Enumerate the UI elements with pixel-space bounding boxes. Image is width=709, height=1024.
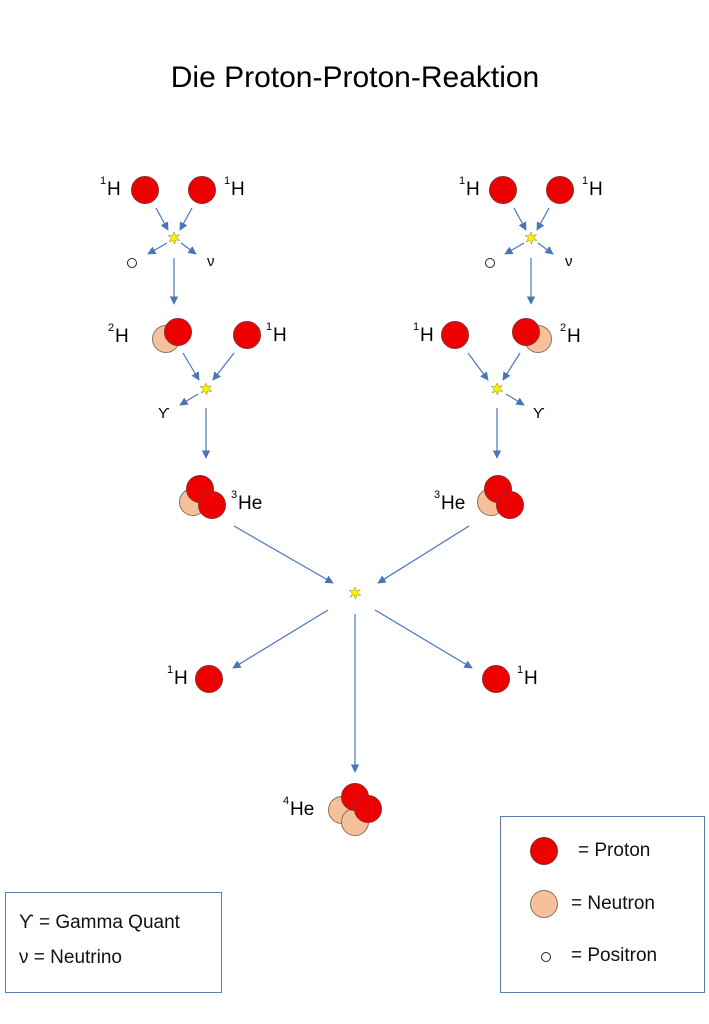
gamma-symbol-left: ϒ	[158, 405, 170, 422]
helium-4-label: 4 He	[283, 795, 314, 820]
proton-right-a	[489, 176, 517, 204]
fusion-flash-right-2	[490, 382, 504, 396]
fusion-flash-final	[348, 586, 362, 600]
svg-text:H: H	[589, 179, 603, 200]
arrow-helium3-left-to-final	[233, 525, 334, 584]
svg-text:2: 2	[108, 322, 114, 334]
proton-deuterium-right	[512, 318, 540, 346]
arrow-right-neutrino	[537, 242, 554, 255]
hydrogen-1-label-released-right: 1 H	[517, 664, 538, 689]
positron-right	[485, 258, 495, 268]
deuterium-label-right: 2 H	[560, 322, 581, 347]
legend-positron-icon	[541, 952, 551, 962]
svg-text:1: 1	[517, 664, 523, 676]
neutrino-symbol-left: ν	[207, 253, 215, 270]
svg-text:H: H	[466, 179, 480, 200]
svg-text:3: 3	[434, 489, 440, 501]
svg-text:H: H	[420, 325, 434, 346]
arrow-left-neutrino	[180, 242, 197, 255]
arrow-right-positron	[504, 242, 525, 255]
arrow-right-fusion2-in-a	[467, 352, 489, 381]
arrow-left-fusion2-in-b	[212, 352, 235, 381]
proton-left-a	[131, 176, 159, 204]
svg-text:1: 1	[224, 175, 230, 187]
legend-neutron-text: = Neutron	[571, 893, 655, 914]
svg-text:H: H	[273, 325, 287, 346]
hydrogen-1-label-left-b: 1 H	[224, 175, 245, 200]
arrow-final-to-proton-left	[232, 609, 329, 669]
svg-text:H: H	[231, 179, 245, 200]
svg-text:H: H	[524, 668, 538, 689]
svg-text:He: He	[290, 799, 314, 820]
legend-particles: = Proton = Neutron = Positron	[500, 816, 705, 993]
helium-3-label-right: 3 He	[434, 489, 465, 514]
legend-positron-text: = Positron	[571, 945, 658, 966]
svg-text:H: H	[115, 326, 129, 347]
legend-gamma-text: ϒ = Gamma Quant	[19, 912, 180, 933]
svg-text:3: 3	[231, 489, 237, 501]
proton-right-c	[441, 321, 469, 349]
proton-released-left	[195, 665, 223, 693]
proton-released-right	[482, 665, 510, 693]
hydrogen-1-label-right-b: 1 H	[582, 175, 603, 200]
svg-text:H: H	[174, 668, 188, 689]
helium-3-label-left: 3 He	[231, 489, 262, 514]
svg-text:1: 1	[266, 321, 272, 333]
legend-proton-icon	[530, 837, 558, 865]
fusion-flash-left-1	[167, 231, 181, 245]
hydrogen-1-label-left-c: 1 H	[266, 321, 287, 346]
svg-text:4: 4	[283, 795, 289, 807]
arrow-left-fusion1-in-b	[179, 207, 193, 231]
svg-text:He: He	[441, 493, 465, 514]
arrow-right-fusion1-in-a	[513, 207, 527, 231]
svg-text:1: 1	[413, 321, 419, 333]
arrow-helium3-right-to-final	[377, 525, 470, 584]
svg-text:He: He	[238, 493, 262, 514]
proton-left-b	[188, 176, 216, 204]
arrow-left-positron	[147, 242, 168, 255]
hydrogen-1-label-left-a: 1 H	[100, 175, 121, 200]
svg-text:H: H	[567, 326, 581, 347]
proton-deuterium-left	[164, 318, 192, 346]
arrow-right-gamma	[505, 393, 525, 406]
arrow-final-to-proton-right	[374, 609, 473, 669]
diagram-title: Die Proton-Proton-Reaktion	[171, 61, 540, 94]
proton-helium3-left-b	[198, 491, 226, 519]
svg-text:1: 1	[582, 175, 588, 187]
arrow-right-fusion2-in-b	[502, 352, 521, 381]
gamma-symbol-right: ϒ	[533, 405, 545, 422]
svg-text:H: H	[107, 179, 121, 200]
legend-symbols: ϒ = Gamma Quant ν = Neutrino	[5, 892, 222, 993]
proton-helium4-b	[354, 795, 382, 823]
positron-left	[127, 258, 137, 268]
arrow-left-fusion2-in-a	[182, 352, 200, 381]
neutrino-symbol-right: ν	[565, 253, 573, 270]
proton-helium3-right-b	[496, 491, 524, 519]
svg-text:1: 1	[167, 664, 173, 676]
fusion-flash-right-1	[524, 231, 538, 245]
svg-text:2: 2	[560, 322, 566, 334]
legend-proton-text: = Proton	[578, 840, 651, 861]
arrow-left-gamma	[179, 393, 199, 406]
proton-right-b	[546, 176, 574, 204]
arrow-right-fusion1-in-b	[536, 207, 550, 231]
legend-neutrino-text: ν = Neutrino	[19, 947, 122, 968]
legend-neutron-icon	[530, 890, 558, 918]
svg-text:1: 1	[459, 175, 465, 187]
arrow-left-fusion1-in-a	[155, 207, 169, 231]
hydrogen-1-label-right-a: 1 H	[459, 175, 480, 200]
proton-left-c	[233, 321, 261, 349]
hydrogen-1-label-released-left: 1 H	[167, 664, 188, 689]
deuterium-label-left: 2 H	[108, 322, 129, 347]
svg-text:1: 1	[100, 175, 106, 187]
fusion-flash-left-2	[199, 382, 213, 396]
hydrogen-1-label-right-c: 1 H	[413, 321, 434, 346]
